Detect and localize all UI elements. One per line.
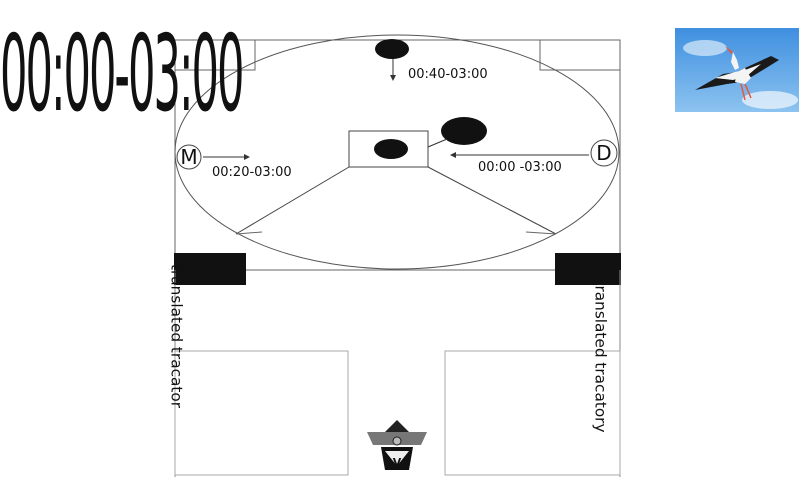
top-marker (375, 39, 409, 59)
center-right-arrow (427, 138, 448, 148)
timeline-label-wrap: 00:00-03:00 (0, 22, 244, 128)
vertical-label-left: translated tracator (167, 264, 185, 408)
lower-box-right (444, 350, 621, 476)
right-converge-tick (525, 231, 557, 235)
time-label-top: 00:40-03:00 (408, 67, 488, 82)
position-d-circle (590, 139, 618, 167)
time-label-left: 00:20-03:00 (212, 165, 292, 180)
left-converge-tick (235, 231, 263, 235)
bottom-badge-letter: V (393, 456, 402, 469)
center-right-marker (441, 117, 487, 145)
position-d-letter: D (596, 141, 611, 165)
black-block-right (555, 253, 621, 285)
stage-ellipse (174, 34, 620, 270)
stork-photo (675, 28, 799, 112)
position-m-letter: M (180, 145, 197, 169)
corner-box-top-right (539, 39, 621, 71)
center-marker (374, 139, 408, 159)
position-m-circle (176, 144, 202, 170)
d-arrowhead (450, 152, 456, 158)
black-block-left (174, 253, 246, 285)
stork-icon (695, 46, 779, 101)
lower-box-left (174, 350, 349, 476)
timeline-label: 00:00-03:00 (0, 13, 244, 137)
left-converge-line (235, 166, 350, 235)
corner-box-top-left (174, 39, 256, 71)
vertical-label-right: translated tracatory (591, 279, 609, 433)
m-arrowhead (244, 154, 250, 160)
top-arrowhead (390, 75, 396, 81)
bottom-badge-icon: V (367, 420, 427, 470)
right-converge-line (427, 166, 557, 235)
time-label-right: 00:00 -03:00 (478, 160, 562, 175)
